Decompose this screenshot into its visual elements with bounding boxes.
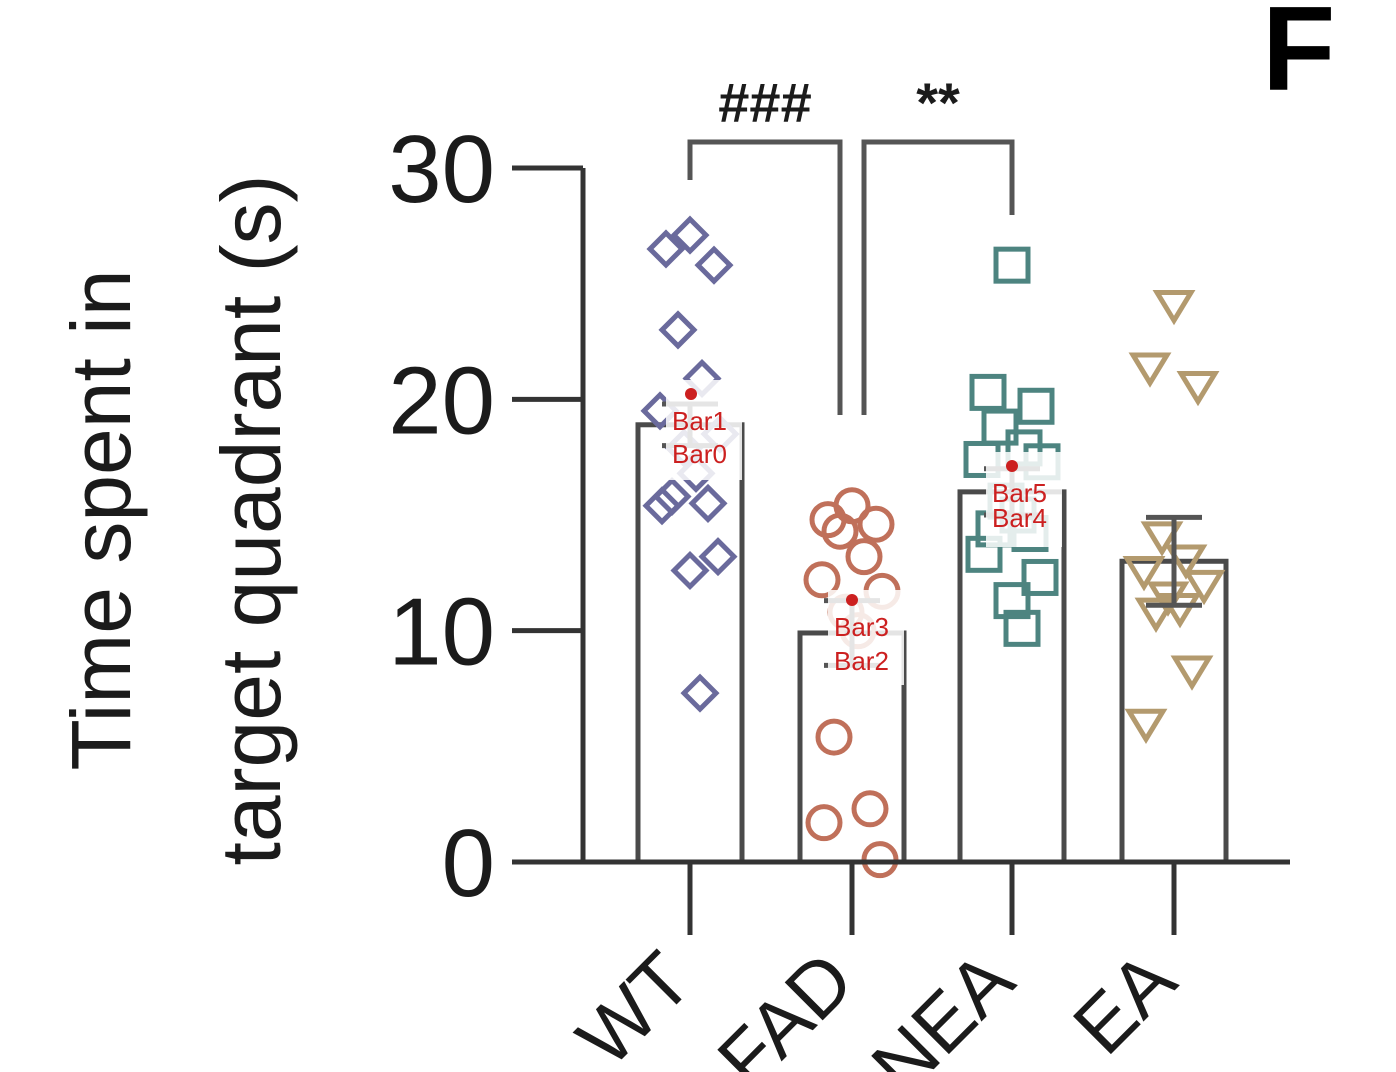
point-ea-8 — [1158, 593, 1202, 629]
y-tick-label-0: 0 — [442, 810, 495, 917]
category-label-wt: WT — [560, 935, 708, 1072]
category-label-fad: FAD — [701, 935, 870, 1072]
point-nea-11 — [965, 535, 1003, 573]
annotation-label-bar3: Bar3 — [834, 612, 889, 642]
point-nea-12 — [1021, 558, 1059, 596]
point-nea-2 — [1017, 387, 1055, 425]
point-wt-14 — [680, 673, 720, 713]
category-label-ea: EA — [1056, 935, 1192, 1071]
point-wt-2 — [694, 245, 734, 285]
annotation-box-2 — [986, 452, 1062, 547]
panel-letter: F — [1262, 0, 1335, 116]
annotation-box-0 — [666, 380, 742, 480]
annotation-dot-bar5 — [1006, 460, 1018, 472]
annotation-label-bar5: Bar5 — [992, 478, 1047, 508]
point-wt-3 — [658, 310, 698, 350]
point-ea-4 — [1164, 544, 1208, 580]
point-fad-11 — [805, 804, 843, 842]
point-ea-0 — [1152, 289, 1196, 326]
point-nea-3 — [981, 408, 1019, 446]
point-ea-5 — [1122, 556, 1166, 592]
point-ea-10 — [1170, 655, 1214, 691]
annotation-label-bar2: Bar2 — [834, 646, 889, 676]
significance-bracket-1 — [861, 139, 1015, 415]
point-fad-9 — [815, 718, 853, 756]
significance-label-1: ** — [916, 71, 960, 134]
annotation-label-bar1: Bar1 — [672, 406, 727, 436]
point-fad-4 — [845, 538, 883, 576]
annotation-dot-bar1 — [685, 388, 697, 400]
point-wt-13 — [670, 550, 710, 591]
point-nea-1 — [969, 373, 1007, 411]
bar-wt — [635, 422, 745, 865]
annotation-label-bar4: Bar4 — [992, 503, 1047, 533]
y-tick-label-20: 20 — [388, 347, 495, 454]
y-tick-label-10: 10 — [388, 579, 495, 686]
point-ea-9 — [1134, 597, 1178, 633]
y-tick-label-30: 30 — [388, 116, 495, 223]
point-ea-3 — [1140, 521, 1184, 557]
category-label-nea: NEA — [854, 935, 1030, 1072]
annotation-dot-bar3 — [846, 594, 858, 606]
annotation-box-1 — [828, 590, 904, 685]
point-nea-14 — [1003, 609, 1041, 647]
point-ea-11 — [1124, 708, 1168, 745]
point-wt-10 — [688, 483, 728, 523]
point-fad-1 — [809, 501, 847, 539]
point-ea-2 — [1176, 370, 1220, 407]
point-nea-13 — [993, 582, 1031, 620]
point-wt-1 — [646, 229, 686, 269]
point-fad-3 — [821, 512, 859, 550]
point-ea-1 — [1128, 352, 1172, 388]
significance-bracket-0 — [687, 139, 843, 415]
annotation-label-bar0: Bar0 — [672, 439, 727, 469]
point-wt-12 — [698, 537, 738, 577]
point-nea-0 — [993, 246, 1031, 284]
point-fad-10 — [851, 790, 889, 828]
point-wt-11 — [642, 486, 682, 526]
y-axis-title-line2: target quadrant (s) — [204, 174, 298, 865]
y-axis-title-line1: Time spent in — [54, 269, 148, 770]
significance-label-0: ### — [718, 71, 811, 134]
point-fad-2 — [857, 505, 895, 543]
point-ea-6 — [1182, 569, 1226, 606]
point-wt-0 — [670, 215, 710, 255]
point-fad-5 — [803, 561, 841, 599]
